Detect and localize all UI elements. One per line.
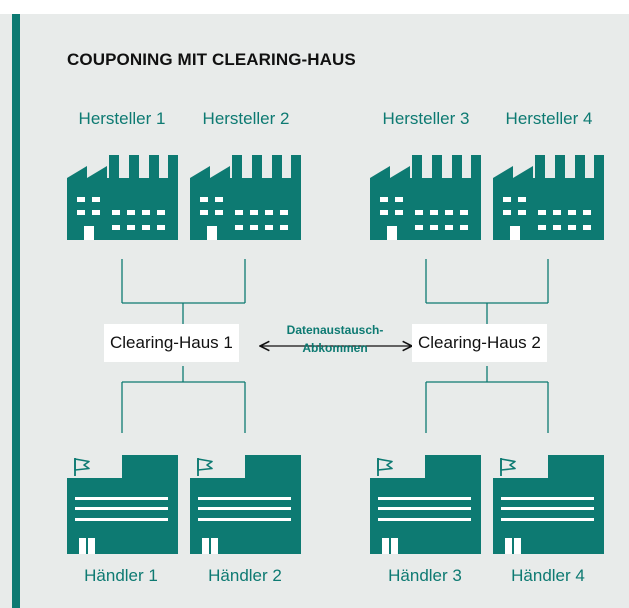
store-icon <box>66 454 179 555</box>
dealer-label-3: Händler 3 <box>388 566 462 585</box>
agreement-line-2: Abkommen <box>302 341 368 355</box>
connector-bottom-group-1 <box>121 366 246 433</box>
dealer-label-1: Händler 1 <box>84 566 158 585</box>
factory-icon <box>493 155 604 240</box>
diagram-title: COUPONING MIT CLEARING-HAUS <box>67 50 356 69</box>
manufacturer-label-3: Hersteller 3 <box>382 109 470 128</box>
connector-bottom-group-2 <box>425 366 549 433</box>
store-icon <box>369 454 482 555</box>
manufacturer-label-4: Hersteller 4 <box>505 109 593 128</box>
store-icon <box>189 454 302 555</box>
agreement-line-1: Datenaustausch- <box>286 323 384 337</box>
data-exchange-agreement: Datenaustausch- Abkommen <box>287 321 384 357</box>
connector-top-group-2 <box>425 259 549 324</box>
store-icon <box>492 454 605 555</box>
dealer-label-2: Händler 2 <box>208 566 282 585</box>
manufacturer-label-2: Hersteller 2 <box>202 109 290 128</box>
factory-icon <box>67 155 178 240</box>
accent-bar <box>12 14 20 608</box>
dealer-label-4: Händler 4 <box>511 566 585 585</box>
factory-icon <box>190 155 301 240</box>
manufacturer-label-1: Hersteller 1 <box>78 109 166 128</box>
clearing-house-2: Clearing-Haus 2 <box>412 324 547 362</box>
factory-icon <box>370 155 481 240</box>
clearing-house-1: Clearing-Haus 1 <box>104 324 239 362</box>
connector-top-group-1 <box>121 259 246 324</box>
